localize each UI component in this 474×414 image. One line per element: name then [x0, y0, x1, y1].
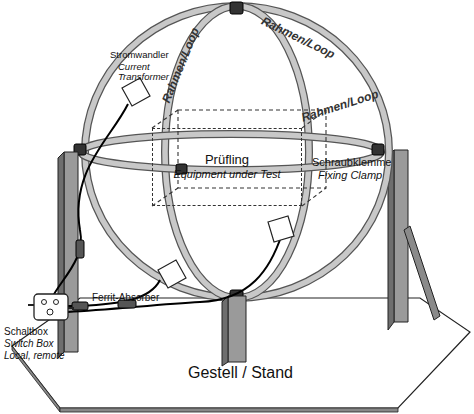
part-label: Rahmen/Loop [160, 26, 202, 105]
pillar [222, 296, 228, 366]
part-label: Gestell / Stand [188, 364, 293, 382]
base-plate-edge [60, 408, 398, 412]
current-transformers [122, 78, 294, 288]
cables [52, 104, 282, 312]
part-label: Fixing Clamp [318, 169, 382, 181]
pillar [228, 296, 246, 362]
strut [404, 226, 440, 320]
switch-knob [47, 309, 53, 315]
node-title: Prüfling [205, 152, 249, 168]
part-label: Local, remote [4, 350, 65, 361]
pillar [58, 152, 64, 358]
node-subtitle: Equipment under Test [173, 168, 280, 182]
part-label: Current Transformer [118, 62, 188, 83]
switch-connector [28, 304, 34, 306]
switch-knob [42, 300, 47, 305]
eut-box: PrüflingEquipment under Test [152, 128, 302, 206]
part-label: Switch Box [4, 338, 53, 349]
part-label: Ferrit-Absorber [92, 292, 159, 303]
eut-box-outline [152, 110, 326, 206]
switch-connector [68, 307, 74, 309]
part-label: Stromwandler [110, 50, 169, 60]
switch-box [34, 294, 68, 320]
part-label: Schaltbox [4, 326, 48, 337]
fixing-clamps [74, 2, 384, 302]
part-label: Schraubklemme [312, 156, 391, 168]
loop-rings [81, 6, 389, 298]
switch-knob [54, 300, 59, 305]
part-label: Rahmen/Loop [300, 88, 380, 125]
